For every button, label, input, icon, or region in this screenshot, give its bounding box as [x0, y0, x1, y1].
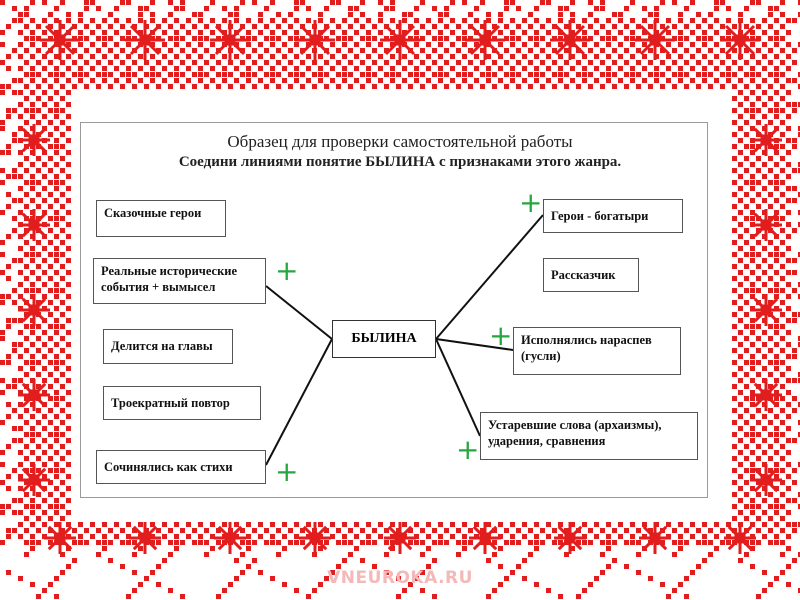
right-item-chanted: Исполнялись нараспев (гусли)	[513, 327, 681, 375]
line-to-chanted	[435, 338, 514, 351]
plus-mark-chanted: +	[489, 319, 513, 352]
line-to-verses	[265, 338, 333, 466]
page-title: Образец для проверки самостоятельной раб…	[227, 132, 573, 151]
plus-mark-real-events: +	[275, 254, 299, 287]
line-to-heroes	[435, 214, 544, 340]
left-item-real-events: Реальные исторические события + вымысел	[93, 258, 266, 304]
right-item-archaisms: Устаревшие слова (архаизмы), ударения, с…	[480, 412, 698, 460]
right-item-narrator: Рассказчик	[543, 258, 639, 292]
left-item-fairy-heroes: Сказочные герои	[96, 200, 226, 237]
task-instruction: Соедини линиями понятие БЫЛИНА с признак…	[178, 154, 622, 170]
center-concept-bylina: БЫЛИНА	[332, 320, 436, 358]
left-item-verses: Сочинялись как стихи	[96, 450, 266, 484]
line-to-real-events	[265, 285, 333, 340]
left-item-chapters: Делится на главы	[103, 329, 233, 364]
plus-mark-verses: +	[275, 455, 299, 488]
right-item-heroes: Герои - богатыри	[543, 199, 683, 233]
left-item-triple-repeat: Троекратный повтор	[103, 386, 261, 420]
plus-mark-heroes: +	[519, 186, 543, 219]
line-to-archaisms	[435, 338, 481, 437]
plus-mark-archaisms: +	[456, 433, 480, 466]
footer-logo: VNEUROKA.RU	[327, 568, 473, 588]
